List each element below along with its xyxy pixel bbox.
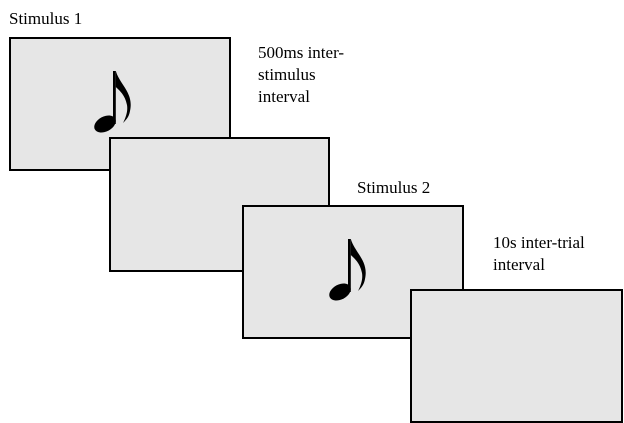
stimulus-2-label: Stimulus 2 <box>357 178 431 197</box>
eighth-note-icon <box>94 71 131 133</box>
stimulus-1-label: Stimulus 1 <box>9 9 83 28</box>
isi-label-line-2: stimulus <box>258 65 316 84</box>
isi-label-line-1: 500ms inter- <box>258 43 345 62</box>
isi-label-line-3: interval <box>258 87 310 106</box>
inter-stimulus-interval-label: 500ms inter- stimulus interval <box>258 42 344 108</box>
iti-label-line-1: 10s inter-trial <box>493 233 585 252</box>
eighth-note-icon <box>329 239 366 301</box>
iti-label-line-2: interval <box>493 255 545 274</box>
inter-trial-interval-label: 10s inter-trial interval <box>493 232 585 276</box>
inter-trial-interval-screen <box>410 289 623 423</box>
